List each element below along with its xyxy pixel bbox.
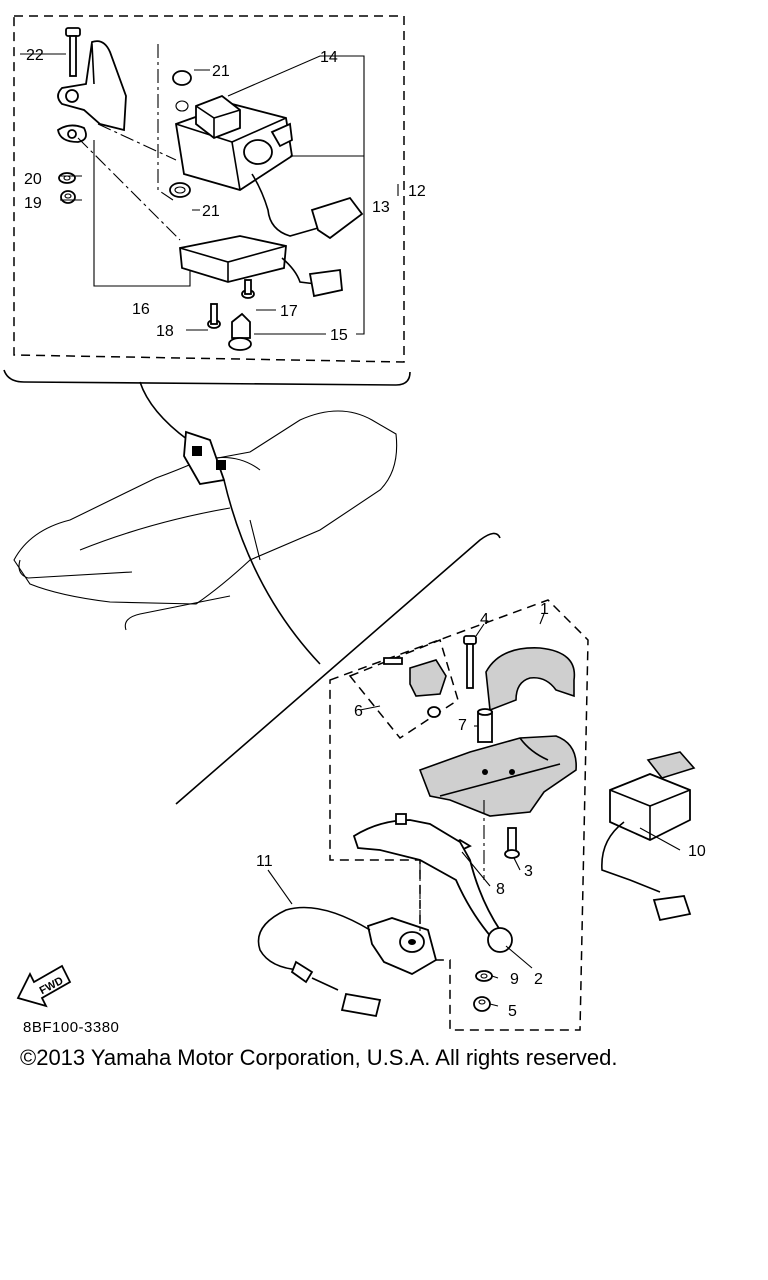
callout-12: 12 (408, 183, 426, 200)
callout-2: 2 (534, 971, 543, 988)
washer-20 (58, 172, 76, 184)
inset-frame (3, 15, 411, 386)
fwd-arrow-icon: FWD (16, 964, 72, 1008)
grommet-21-bottom (169, 182, 191, 198)
throttle-sensor-11 (257, 906, 438, 1018)
callout-6: 6 (354, 703, 363, 720)
diagram-code: 8BF100-3380 (23, 1019, 120, 1036)
screw-15 (228, 312, 252, 351)
callout-19: 19 (24, 195, 42, 212)
callout-22: 22 (26, 47, 44, 64)
callout-21-top: 21 (212, 63, 230, 80)
mount-bracket (57, 40, 127, 143)
leader-arrow-bottom (223, 479, 321, 665)
switch-base-16 (179, 235, 343, 298)
callout-4: 4 (480, 611, 489, 628)
callout-3: 3 (524, 863, 533, 880)
nut-19 (60, 190, 76, 204)
callout-14: 14 (320, 49, 338, 66)
callout-1: 1 (540, 601, 549, 618)
switch-housing (174, 94, 364, 240)
callout-leaders-lower (267, 613, 681, 1007)
callout-5: 5 (508, 1003, 517, 1020)
leader-arrow-top (139, 381, 189, 441)
snowmobile-outline (13, 410, 398, 631)
bolt-22 (65, 27, 81, 77)
callout-16: 16 (132, 301, 150, 318)
control-module-10 (601, 751, 696, 922)
callout-15: 15 (330, 327, 348, 344)
callout-brackets-inset (20, 53, 399, 335)
section-divider (175, 532, 501, 805)
exploded-parts-diagram: FWD 1 2 3 4 5 6 7 8 9 10 11 12 13 14 15 … (3, 15, 706, 1031)
callout-10: 10 (688, 843, 706, 860)
washer-9 (475, 970, 493, 982)
screw-17 (241, 279, 255, 299)
assembly-6-outline (348, 638, 459, 739)
screw-3 (504, 827, 520, 859)
spacer-7 (477, 708, 493, 743)
switch-block-6 (383, 657, 447, 718)
callout-8: 8 (496, 881, 505, 898)
callout-11: 11 (256, 853, 273, 870)
callout-7: 7 (458, 717, 467, 734)
nut-5 (473, 996, 491, 1012)
copyright-notice: ©2013 Yamaha Motor Corporation, U.S.A. A… (20, 1045, 618, 1070)
screw-18 (207, 303, 221, 329)
grommet-21-top (172, 70, 192, 112)
throttle-cover (485, 647, 576, 712)
bolt-4 (463, 635, 477, 689)
callout-17: 17 (280, 303, 298, 320)
callout-20: 20 (24, 171, 42, 188)
callout-9: 9 (510, 971, 519, 988)
callout-21-bottom: 21 (202, 203, 220, 220)
assembly-1-outline (329, 599, 589, 1031)
callout-13: 13 (372, 199, 390, 216)
throttle-housing (418, 735, 577, 817)
callout-18: 18 (156, 323, 174, 340)
